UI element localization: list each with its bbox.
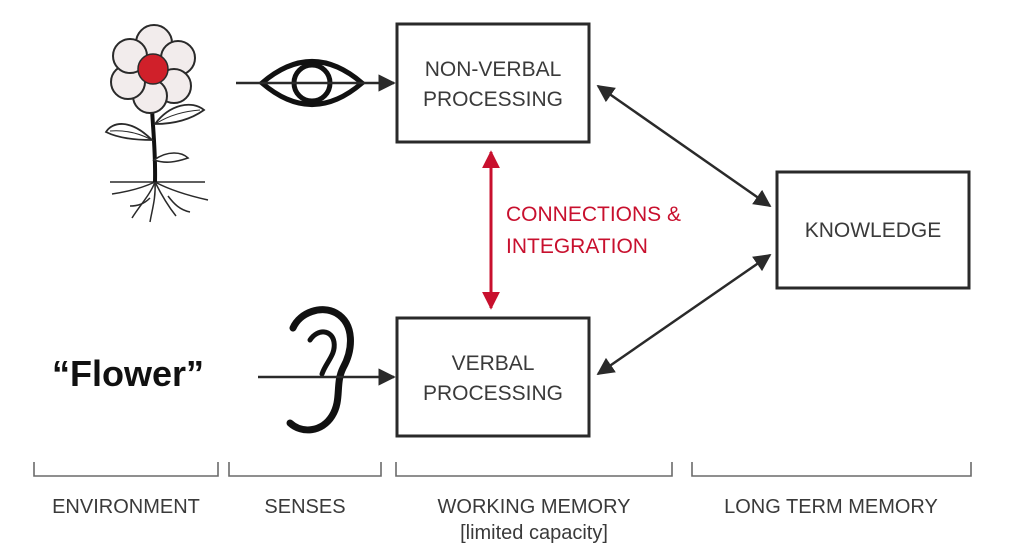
stage-sublabel-working-memory: [limited capacity] [460, 522, 608, 544]
stage-label-long-term-memory: LONG TERM MEMORY [724, 496, 938, 518]
knowledge-label: KNOWLEDGE [805, 219, 942, 242]
verbal-line1: VERBAL [452, 352, 535, 375]
nonverbal-knowledge-arrow [596, 84, 772, 208]
ear-icon [286, 306, 354, 434]
connections-label-line1: CONNECTIONS & [506, 203, 681, 226]
stage-label-environment: ENVIRONMENT [52, 496, 200, 518]
connections-label-line2: INTEGRATION [506, 235, 648, 258]
verbal-processing-box: VERBAL PROCESSING [395, 316, 591, 438]
stage-bracket-environment [33, 462, 219, 477]
nonverbal-processing-box: NON-VERBAL PROCESSING [395, 22, 591, 144]
stimulus-word: “Flower” [52, 353, 204, 394]
stage-label-senses: SENSES [264, 496, 345, 518]
knowledge-box: KNOWLEDGE [775, 170, 971, 290]
stage-bracket-long-term-memory [691, 462, 972, 477]
flower-icon [104, 24, 209, 223]
stage-label-working-memory: WORKING MEMORY [438, 496, 631, 518]
nonverbal-line1: NON-VERBAL [425, 58, 562, 81]
stage-bracket-working-memory [395, 462, 673, 477]
stage-bracket-senses [228, 462, 382, 477]
verbal-knowledge-arrow [596, 253, 772, 376]
nonverbal-line2: PROCESSING [423, 88, 563, 111]
verbal-line2: PROCESSING [423, 382, 563, 405]
